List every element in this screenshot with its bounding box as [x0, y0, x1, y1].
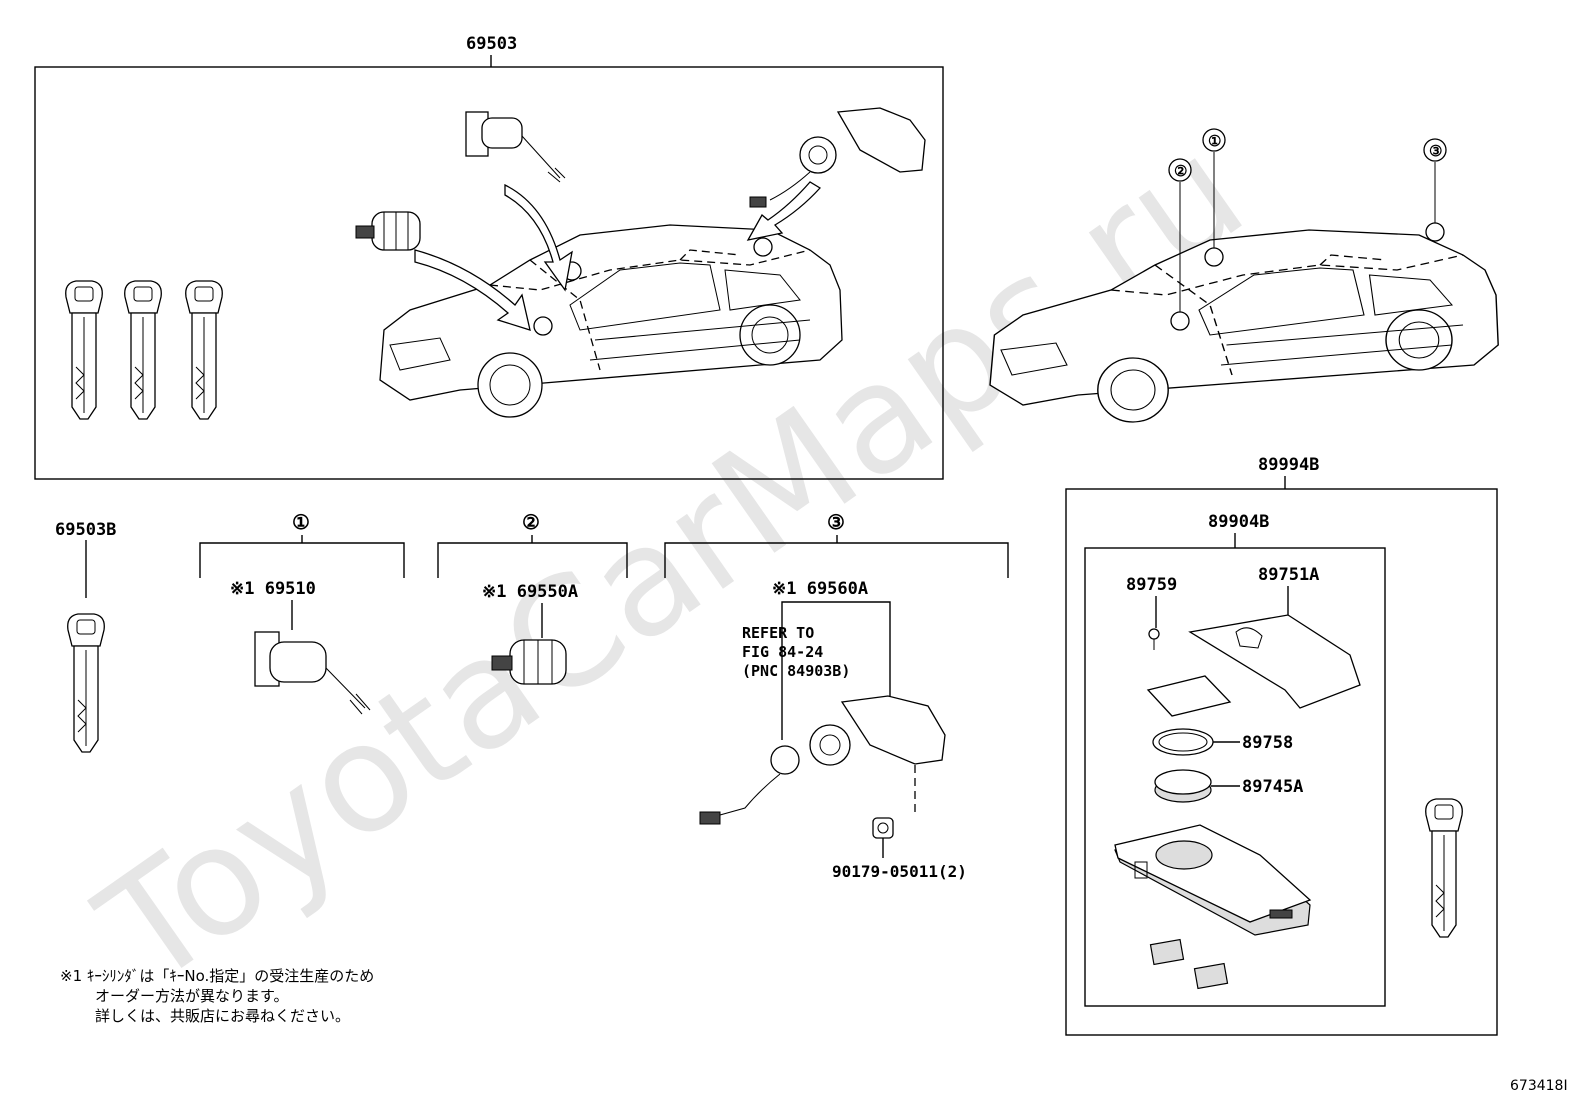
footnote-line-2: オーダー方法が異なります。 — [95, 987, 289, 1005]
label-90179-05011: 90179-05011(2) — [832, 862, 967, 881]
label-69503B: 69503B — [55, 520, 116, 540]
arrow-icon — [414, 249, 531, 331]
footnote-line-3: 詳しくは、共販店にお尋ねください。 — [95, 1007, 350, 1025]
footnote-line-1: ※1 ｷｰｼﾘﾝﾀﾞは「ｷｰNo.指定」の受注生産のため — [60, 967, 374, 985]
trunk-lock-assembly-icon — [699, 695, 946, 825]
car-callout-2: ② — [1174, 162, 1187, 180]
label-69503: 69503 — [466, 34, 517, 54]
pad-icon — [1149, 938, 1185, 966]
figure-id: 673418I — [1510, 1078, 1568, 1094]
key-icon — [65, 280, 103, 420]
refer-line-1: REFER TO — [742, 624, 814, 642]
key-icon — [67, 613, 105, 753]
door-lock-cylinder-icon — [465, 111, 566, 183]
nut-icon — [872, 817, 894, 839]
arrow-icon — [504, 183, 573, 292]
group-2-marker: ② — [522, 510, 540, 534]
label-69510: ※1 69510 — [230, 579, 316, 599]
key-icon — [124, 280, 162, 420]
arrow-icon — [746, 181, 822, 241]
screw-icon — [1148, 628, 1160, 650]
label-69550A: ※1 69550A — [482, 582, 578, 602]
label-89745A: 89745A — [1242, 777, 1303, 797]
refer-line-2: FIG 84-24 — [742, 643, 823, 661]
door-lock-cylinder-icon — [254, 631, 371, 715]
battery-icon — [1154, 769, 1212, 803]
label-89994B: 89994B — [1258, 455, 1319, 475]
plate-icon — [1146, 675, 1232, 717]
key-icon — [185, 280, 223, 420]
trunk-lock-assembly-icon — [749, 107, 926, 208]
group-1-marker: ① — [292, 510, 310, 534]
label-69560A: ※1 69560A — [772, 579, 868, 599]
label-89759: 89759 — [1126, 575, 1177, 595]
car-callout-1: ① — [1208, 132, 1221, 150]
box-89904B — [1084, 547, 1386, 1007]
label-89758: 89758 — [1242, 733, 1293, 753]
car-callout-3: ③ — [1429, 142, 1442, 160]
key-icon — [1425, 798, 1463, 938]
pad-icon — [1193, 962, 1229, 990]
ignition-cylinder-icon — [491, 639, 567, 685]
box-69503 — [34, 66, 944, 480]
refer-line-3: (PNC 84903B) — [742, 662, 850, 680]
ignition-cylinder-icon — [355, 211, 421, 251]
label-89904B: 89904B — [1208, 512, 1269, 532]
group-3-marker: ③ — [827, 510, 845, 534]
smart-key-case-icon — [1114, 824, 1312, 936]
battery-cover-icon — [1188, 614, 1361, 709]
label-89751A: 89751A — [1258, 565, 1319, 585]
box-89994B — [1065, 488, 1498, 1036]
